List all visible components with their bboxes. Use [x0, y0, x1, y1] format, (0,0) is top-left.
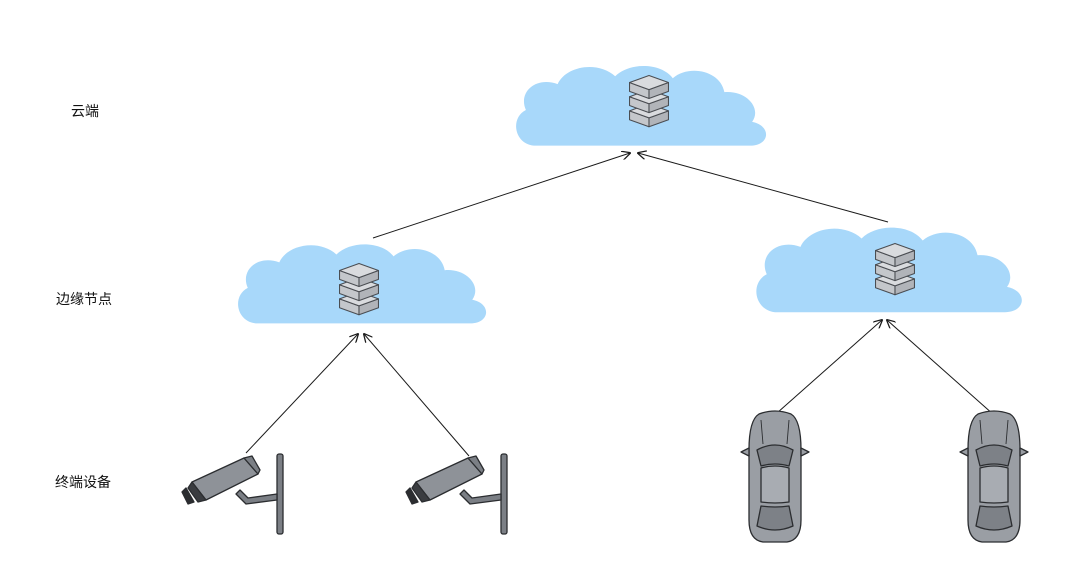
security-camera-icon — [405, 453, 508, 535]
connection-layer — [245, 153, 995, 457]
node-car-1 — [740, 410, 810, 543]
node-camera-2 — [405, 453, 508, 535]
car-icon — [959, 410, 1029, 543]
arrow-camera-2-to-edge-left — [364, 334, 470, 457]
server-icon — [628, 74, 670, 128]
server-icon — [874, 242, 916, 296]
arrow-edge-right-to-cloud — [638, 153, 889, 223]
tier-label-cloud: 云端 — [71, 104, 99, 120]
nodes-layer — [181, 66, 1029, 543]
arrow-camera-1-to-edge-left — [245, 334, 358, 454]
node-cloud — [516, 66, 767, 146]
node-camera-1 — [181, 453, 284, 535]
arrow-edge-left-to-cloud — [372, 153, 630, 239]
node-car-2 — [959, 410, 1029, 543]
tier-label-edge: 边缘节点 — [56, 292, 112, 308]
server-icon — [338, 262, 380, 316]
arrow-car-2-to-edge-right — [887, 320, 995, 416]
security-camera-icon — [181, 453, 284, 535]
tier-label-device: 终端设备 — [55, 475, 111, 491]
node-edge-right — [756, 227, 1022, 313]
node-edge-left — [238, 244, 487, 324]
car-icon — [740, 410, 810, 543]
arrow-car-1-to-edge-right — [776, 320, 882, 414]
